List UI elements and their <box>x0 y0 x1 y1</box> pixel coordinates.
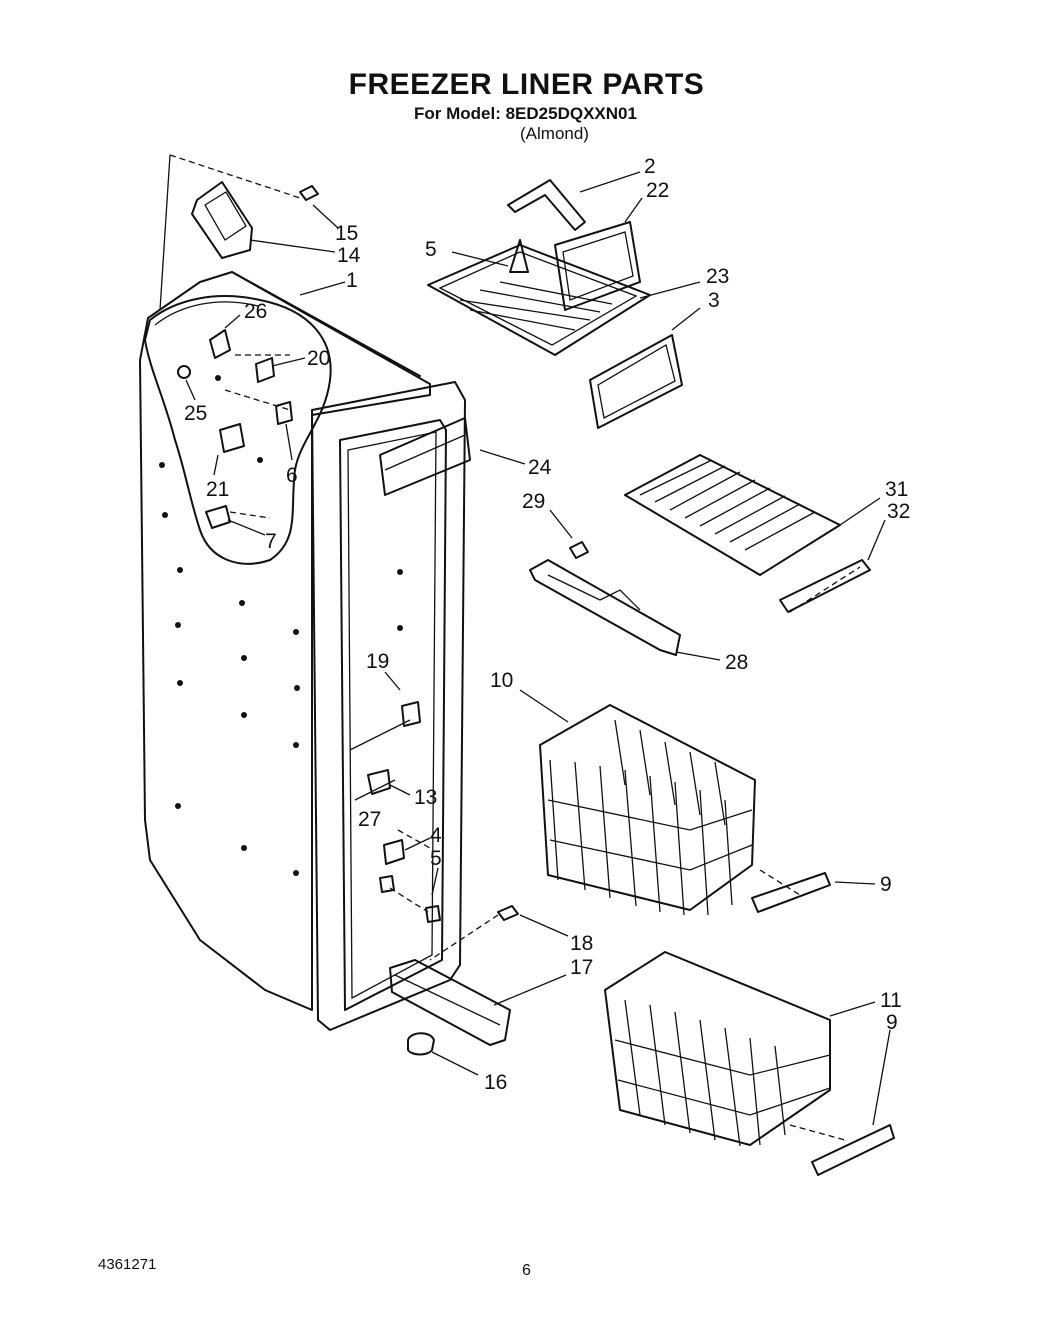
callout-2: 2 <box>644 155 656 178</box>
model-line: For Model: 8ED25DQXXN01 <box>414 104 637 123</box>
callout-6: 6 <box>286 464 298 487</box>
callout-16: 16 <box>484 1071 507 1094</box>
wire-shelf <box>624 454 871 613</box>
basket-lower <box>604 951 895 1176</box>
callout-32: 32 <box>887 500 910 523</box>
liner-holes <box>159 375 403 876</box>
callout-18: 18 <box>570 932 593 955</box>
bottom-parts <box>389 905 519 1056</box>
callout-29: 29 <box>522 490 545 513</box>
callout-1: 1 <box>346 269 358 292</box>
liner-components <box>177 329 441 923</box>
callout-27: 27 <box>358 808 381 831</box>
leader-lines <box>185 171 891 1126</box>
diagram-title: FREEZER LINER PARTS <box>348 68 705 101</box>
shelf-bracket <box>529 541 681 656</box>
page-number: 6 <box>522 1262 531 1279</box>
callout-22: 22 <box>646 179 669 202</box>
callout-31: 31 <box>885 478 908 501</box>
callout-4: 4 <box>430 824 442 847</box>
document-number: 4361271 <box>98 1256 157 1273</box>
callout-3: 3 <box>708 289 720 312</box>
callout-5-upper: 5 <box>425 238 437 261</box>
callout-14: 14 <box>337 244 361 267</box>
callout-28: 28 <box>725 651 748 674</box>
callout-9-lower: 9 <box>886 1011 898 1034</box>
callout-24: 24 <box>528 456 552 479</box>
color-line: (Almond) <box>520 124 589 143</box>
callout-13: 13 <box>414 786 437 809</box>
callout-15: 15 <box>335 222 358 245</box>
callout-5-lower: 5 <box>430 847 442 870</box>
callout-numbers: 15 14 1 26 20 25 6 21 7 19 13 27 4 5 18 … <box>184 155 910 1094</box>
callout-21: 21 <box>206 478 229 501</box>
basket-upper <box>539 704 831 916</box>
callout-19: 19 <box>366 650 389 673</box>
callout-20: 20 <box>307 347 330 370</box>
callout-10: 10 <box>490 669 513 692</box>
part-14-bracket <box>159 154 319 311</box>
top-shelf-assembly <box>427 179 683 429</box>
callout-9-upper: 9 <box>880 873 892 896</box>
callout-26: 26 <box>244 300 267 323</box>
callout-23: 23 <box>706 265 729 288</box>
callout-25: 25 <box>184 402 207 425</box>
callout-11: 11 <box>880 989 902 1012</box>
callout-7: 7 <box>265 530 277 553</box>
callout-17: 17 <box>570 956 593 979</box>
freezer-liner <box>139 271 471 1031</box>
